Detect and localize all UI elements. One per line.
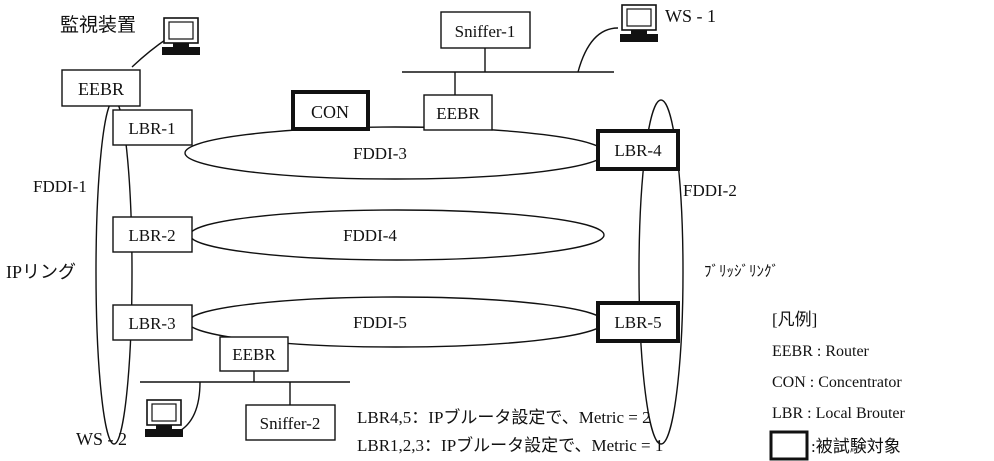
sniffer1-label: Sniffer-1 [455,22,516,41]
legend-target-swatch [769,430,809,461]
fddi4-label: FDDI-4 [343,226,397,245]
ip-ring-label: IPリング [6,262,76,282]
note-line-1: LBR4,5：IPブルータ設定で、Metric = 2 [357,407,651,427]
legend-target-label: :被試験対象 [811,437,901,456]
sniffer2-label: Sniffer-2 [260,414,321,433]
fddi5-label: FDDI-5 [353,313,407,332]
eebr-top-left-label: EEBR [78,79,124,99]
legend-title: [凡例] [772,310,817,329]
lbr4-box [596,129,680,171]
fddi2-label: FDDI-2 [683,181,737,200]
lbr4-label: LBR-4 [614,141,662,160]
eebr-top-center-label: EEBR [436,104,480,123]
eebr-top-center-box [423,94,493,131]
lbr3-label: LBR-3 [128,314,175,333]
eebr-bottom-box [219,336,289,372]
legend-lbr: LBR : Local Brouter [772,405,906,422]
ws1-pc-icon [619,4,659,43]
fddi-1-ring [95,99,133,445]
ws2-pc-icon [144,399,184,438]
con-box [291,90,370,131]
fddi-4-ring [189,209,605,261]
monitor-label: 監視装置 [60,14,136,36]
fddi1-label: FDDI-1 [33,177,87,196]
ws1-label: WS - 1 [665,6,716,26]
monitor-pc-icon [161,17,201,56]
lbr1-label: LBR-1 [128,119,175,138]
sniffer2-box [245,404,336,441]
ws1-cable [577,27,619,73]
legend-con: CON : Concentrator [772,374,902,391]
lbr2-box [112,216,193,253]
con-label: CON [311,102,349,122]
fddi3-label: FDDI-3 [353,144,407,163]
lbr1-box [112,109,193,146]
legend-eebr: EEBR : Router [772,343,870,360]
note-line-2: LBR1,2,3：IPブルータ設定で、Metric = 1 [357,435,663,455]
bridge-ring-label: ﾌﾞﾘｯｼﾞﾘﾝｸﾞ [704,263,779,280]
eebr-bottom-label: EEBR [232,345,276,364]
lbr2-label: LBR-2 [128,226,175,245]
ws2-label: WS - 2 [76,429,127,449]
lbr5-label: LBR-5 [614,313,661,332]
eebr-top-left-box [61,69,141,107]
lbr5-box [596,301,680,343]
fddi-2-ring [638,99,684,445]
sniffer1-box [440,11,531,49]
lbr3-box [112,304,193,341]
